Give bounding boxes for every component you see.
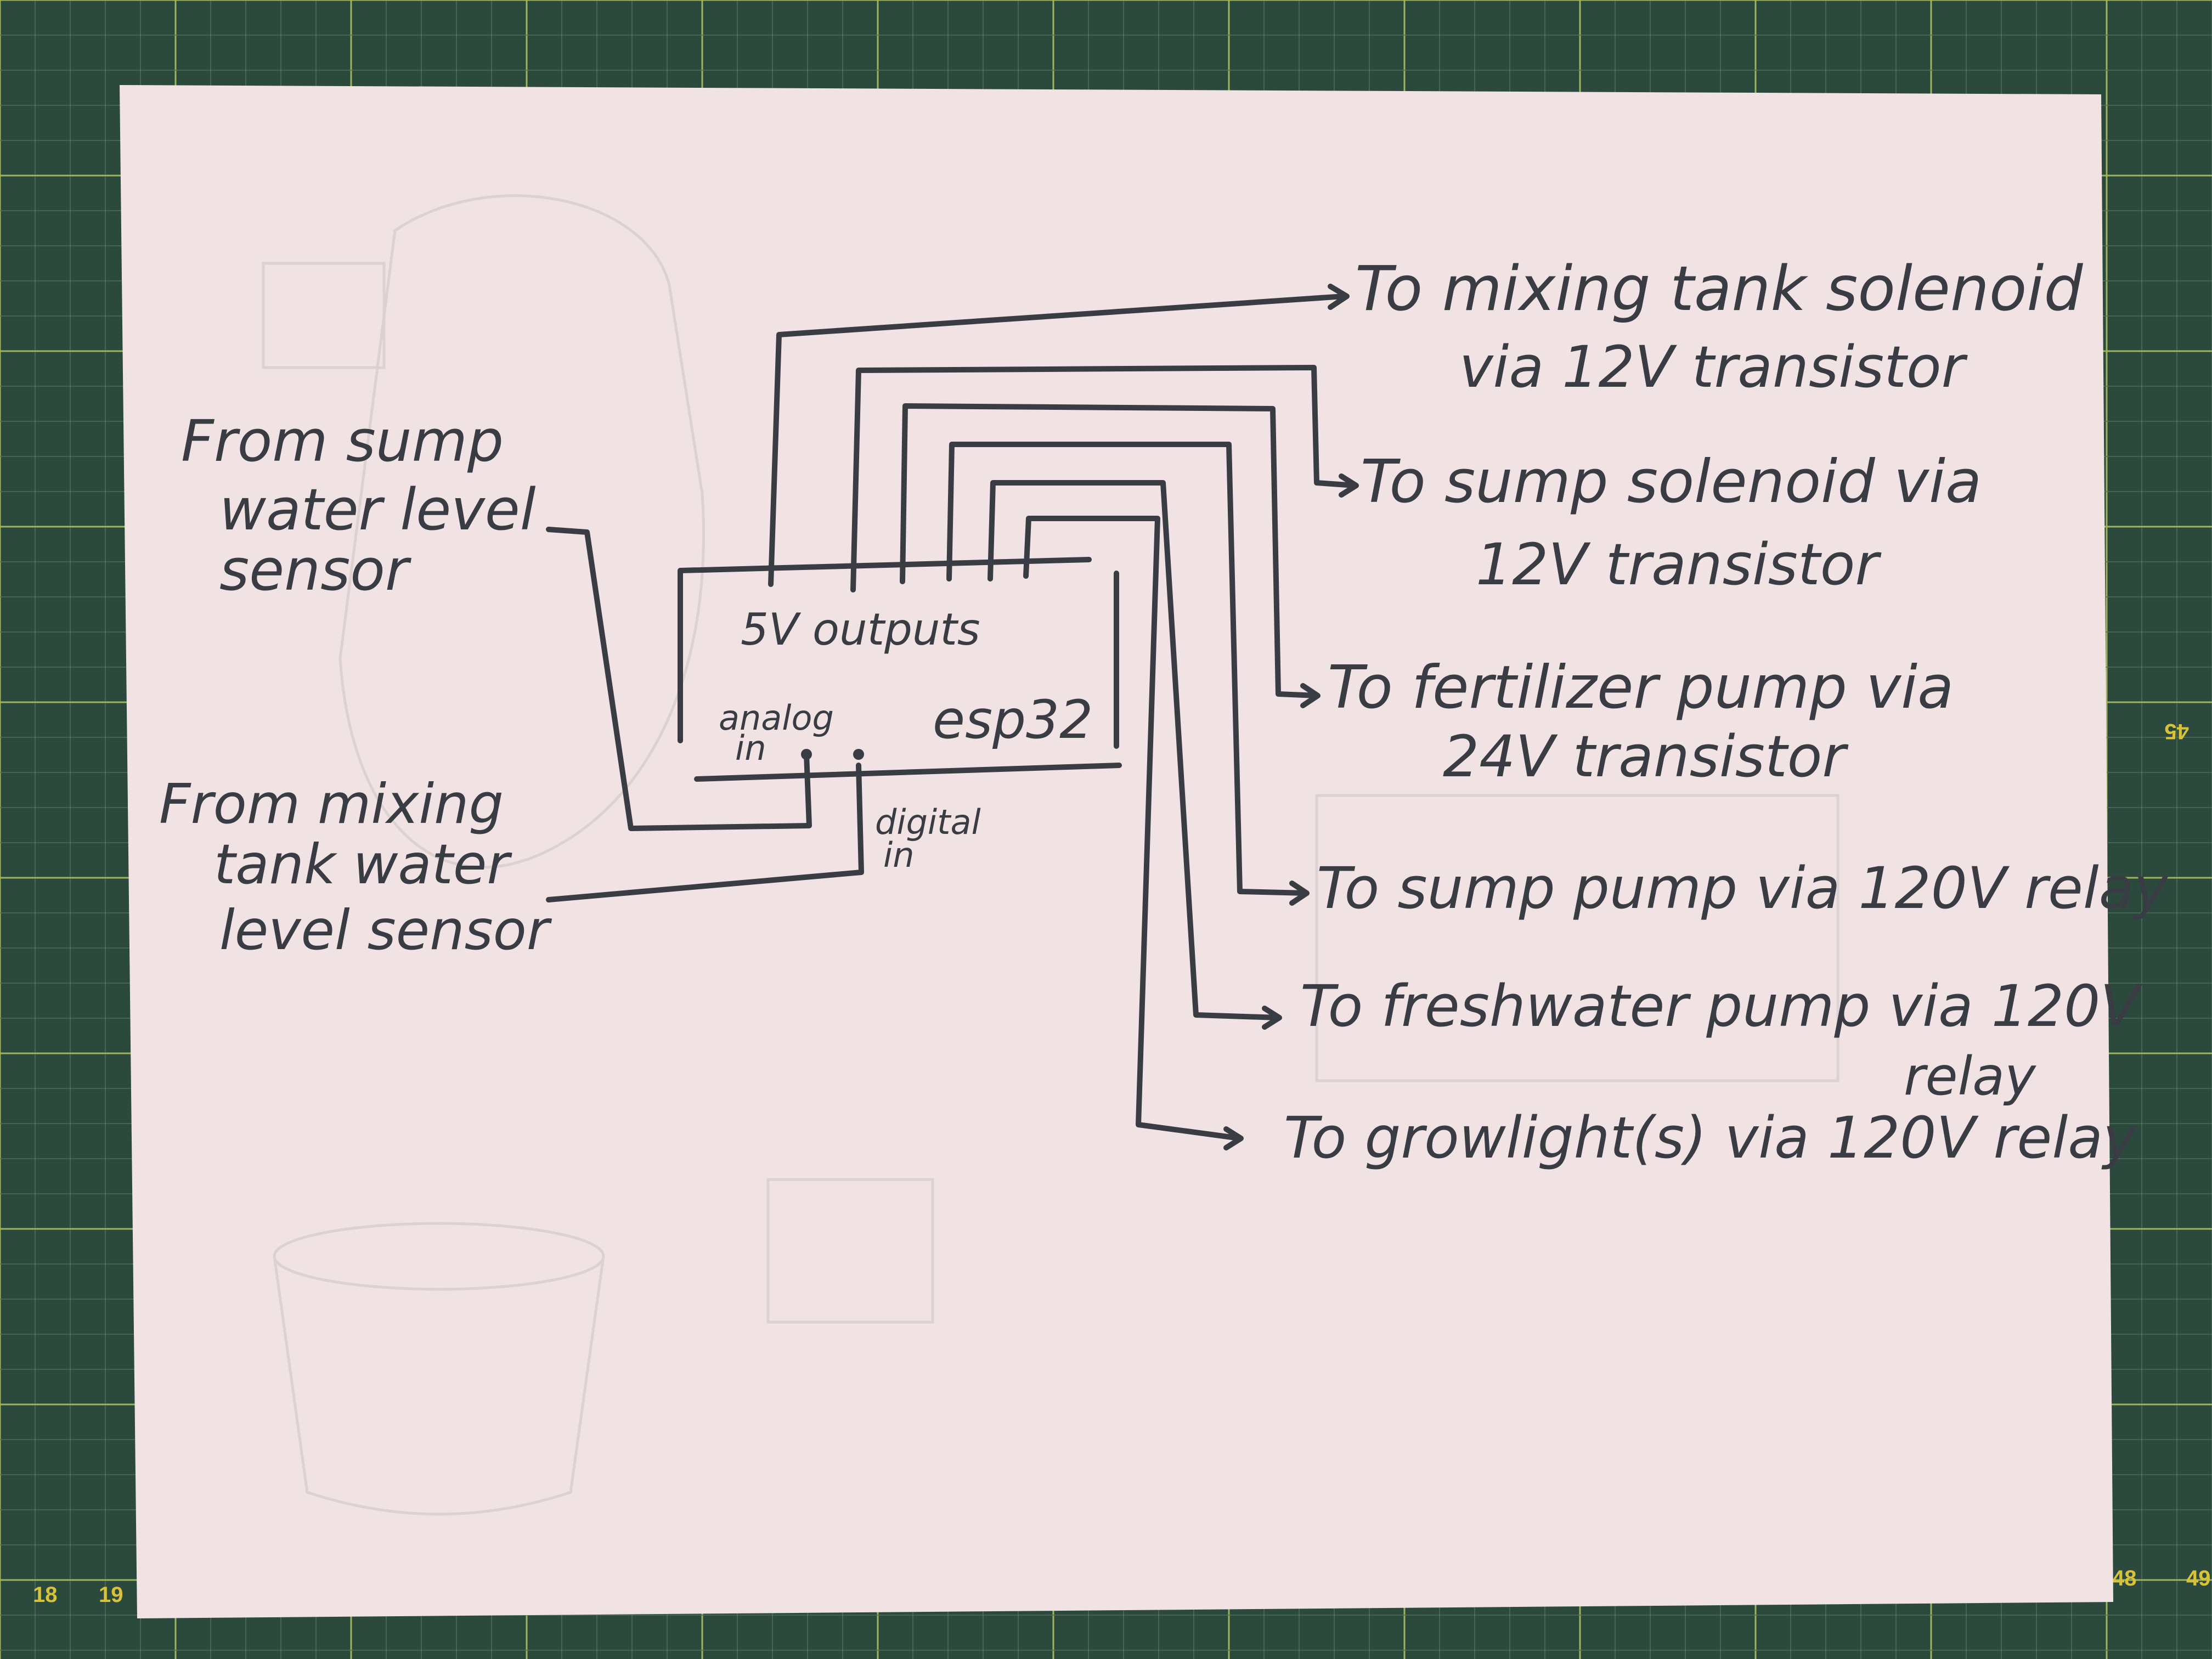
paper-sheet [120, 85, 2113, 1618]
ghost-sketch [262, 194, 1839, 1516]
wire-layer [546, 284, 1359, 1150]
svg-text:To freshwater pump via 120V: To freshwater pump via 120V [1300, 973, 2143, 1040]
svg-text:relay: relay [1904, 1046, 2036, 1107]
mat-number: 45 [2165, 719, 2190, 743]
svg-text:To fertilizer pump via: To fertilizer pump via [1328, 653, 1954, 722]
svg-text:water level: water level [219, 476, 536, 543]
svg-text:To mixing tank solenoid: To mixing tank solenoid [1355, 253, 2084, 325]
mat-number: 49 [2186, 1566, 2211, 1590]
svg-text:To sump solenoid via: To sump solenoid via [1361, 448, 1982, 516]
svg-text:via 12V transistor: via 12V transistor [1459, 334, 1968, 400]
esp32-label: esp32 [933, 689, 1093, 751]
trace-fertilizer-pump [900, 403, 1319, 698]
analog-label: in [735, 728, 766, 768]
digital-label: in [883, 835, 915, 875]
mat-number: 19 [99, 1583, 123, 1607]
output-freshwater-pump: To freshwater pump via 120V relay [1300, 973, 2143, 1107]
svg-text:level sensor: level sensor [219, 898, 552, 962]
input-sump-sensor: From sump water level sensor [181, 408, 536, 603]
svg-text:tank water: tank water [214, 832, 512, 896]
trace-freshwater-pump [988, 480, 1281, 1020]
svg-text:To growlight(s) via 120V relay: To growlight(s) via 120V relay [1284, 1104, 2137, 1171]
trace-growlights [1023, 516, 1243, 1141]
svg-text:sensor: sensor [219, 537, 412, 603]
output-sump-solenoid: To sump solenoid via 12V transistor [1361, 448, 1982, 598]
digital-label: digital [875, 802, 981, 842]
outputs-label: 5V outputs [741, 604, 980, 655]
svg-text:From sump: From sump [181, 408, 504, 475]
trace-sump-pump [946, 442, 1308, 896]
output-growlights: To growlight(s) via 120V relay [1284, 1104, 2137, 1171]
output-mixing-tank-solenoid: To mixing tank solenoid via 12V transist… [1355, 253, 2084, 400]
trace-digital-input [546, 763, 864, 902]
analog-label: analog [719, 698, 834, 738]
esp32-board-outline [678, 557, 1122, 782]
trace-analog-input [546, 527, 812, 831]
output-fertilizer-pump: To fertilizer pump via 24V transistor [1328, 653, 1954, 790]
mat-number: 48 [2112, 1566, 2137, 1590]
svg-text:From mixing: From mixing [159, 772, 504, 836]
mat-number: 18 [33, 1583, 58, 1607]
svg-text:12V transistor: 12V transistor [1476, 531, 1882, 598]
svg-text:To sump pump via 120V relay: To sump pump via 120V relay [1317, 855, 2168, 922]
trace-sump-solenoid [850, 365, 1358, 592]
input-mixing-tank-sensor: From mixing tank water level sensor [159, 772, 552, 962]
output-sump-pump: To sump pump via 120V relay [1317, 855, 2168, 922]
trace-mixing-tank-solenoid [768, 294, 1347, 587]
svg-text:24V transistor: 24V transistor [1443, 723, 1849, 790]
